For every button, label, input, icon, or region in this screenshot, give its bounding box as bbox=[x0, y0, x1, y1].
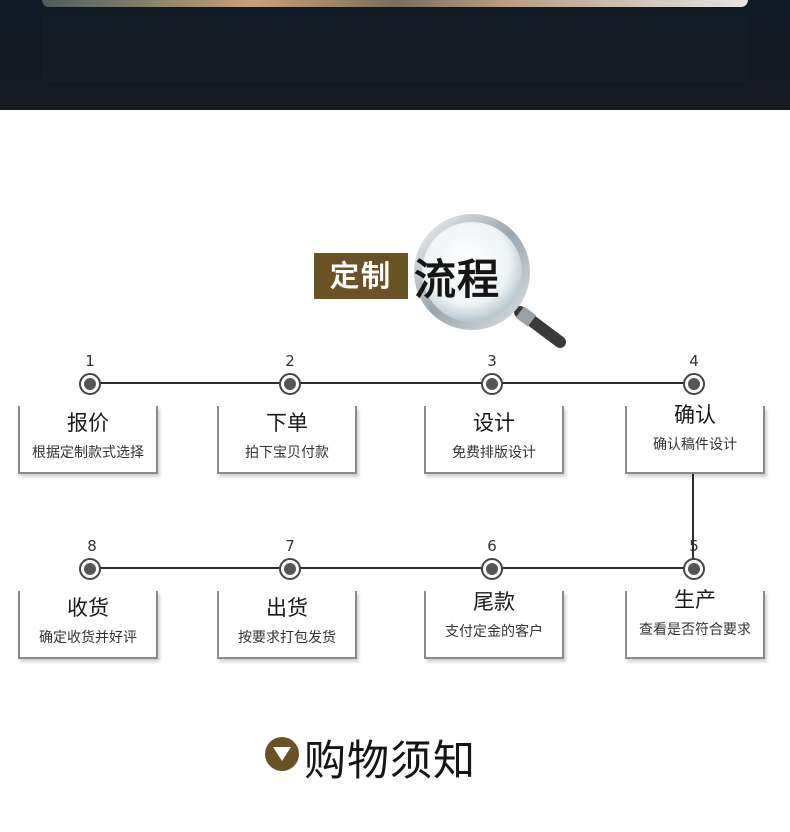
step-desc: 根据定制款式选择 bbox=[32, 445, 144, 461]
step-number: 2 bbox=[285, 352, 295, 370]
timeline-connector bbox=[692, 474, 694, 564]
step-desc: 支付定金的客户 bbox=[445, 624, 543, 640]
banner-photo bbox=[42, 0, 748, 7]
process-title: 流程 bbox=[414, 255, 501, 304]
timeline-top bbox=[89, 382, 695, 384]
step-node bbox=[79, 558, 101, 580]
step-desc: 免费排版设计 bbox=[452, 445, 536, 461]
step-desc: 拍下宝贝付款 bbox=[245, 445, 329, 461]
step-card: 报价 根据定制款式选择 bbox=[18, 406, 158, 474]
step-node bbox=[79, 373, 101, 395]
step-node bbox=[683, 558, 705, 580]
step-card: 收货 确定收货并好评 bbox=[18, 591, 158, 659]
banner-panel bbox=[42, 16, 748, 82]
step-card: 尾款 支付定金的客户 bbox=[424, 590, 564, 659]
step-card: 下单 拍下宝贝付款 bbox=[217, 406, 357, 474]
step-desc: 确定收货并好评 bbox=[39, 630, 137, 646]
step-node bbox=[279, 558, 301, 580]
step-card: 出货 按要求打包发货 bbox=[217, 591, 357, 659]
step-card: 设计 免费排版设计 bbox=[424, 406, 564, 474]
step-node bbox=[683, 373, 705, 395]
step-title: 尾款 bbox=[473, 590, 515, 614]
step-desc: 查看是否符合要求 bbox=[639, 622, 751, 638]
step-number: 7 bbox=[285, 537, 295, 555]
step-number: 1 bbox=[85, 352, 95, 370]
step-number: 4 bbox=[689, 352, 699, 370]
magnifier-icon bbox=[414, 214, 566, 348]
triangle-down-icon bbox=[265, 737, 299, 771]
step-card: 确认 确认稿件设计 bbox=[625, 403, 765, 474]
timeline-bottom bbox=[89, 567, 695, 569]
step-number: 3 bbox=[487, 352, 497, 370]
step-title: 出货 bbox=[266, 596, 308, 620]
step-node bbox=[481, 558, 503, 580]
step-number: 5 bbox=[689, 537, 699, 555]
top-banner bbox=[0, 0, 790, 110]
notice-title: 购物须知 bbox=[304, 736, 477, 785]
step-number: 8 bbox=[87, 537, 97, 555]
step-title: 收货 bbox=[67, 596, 109, 620]
step-node bbox=[279, 373, 301, 395]
step-title: 下单 bbox=[266, 411, 308, 435]
step-title: 报价 bbox=[67, 411, 109, 435]
step-desc: 按要求打包发货 bbox=[238, 630, 336, 646]
process-tag: 定制 bbox=[314, 253, 408, 299]
step-node bbox=[481, 373, 503, 395]
step-desc: 确认稿件设计 bbox=[653, 437, 737, 453]
step-title: 设计 bbox=[473, 411, 515, 435]
step-card: 生产 查看是否符合要求 bbox=[625, 588, 765, 659]
step-title: 确认 bbox=[674, 403, 716, 427]
step-number: 6 bbox=[487, 537, 497, 555]
step-title: 生产 bbox=[674, 588, 716, 612]
